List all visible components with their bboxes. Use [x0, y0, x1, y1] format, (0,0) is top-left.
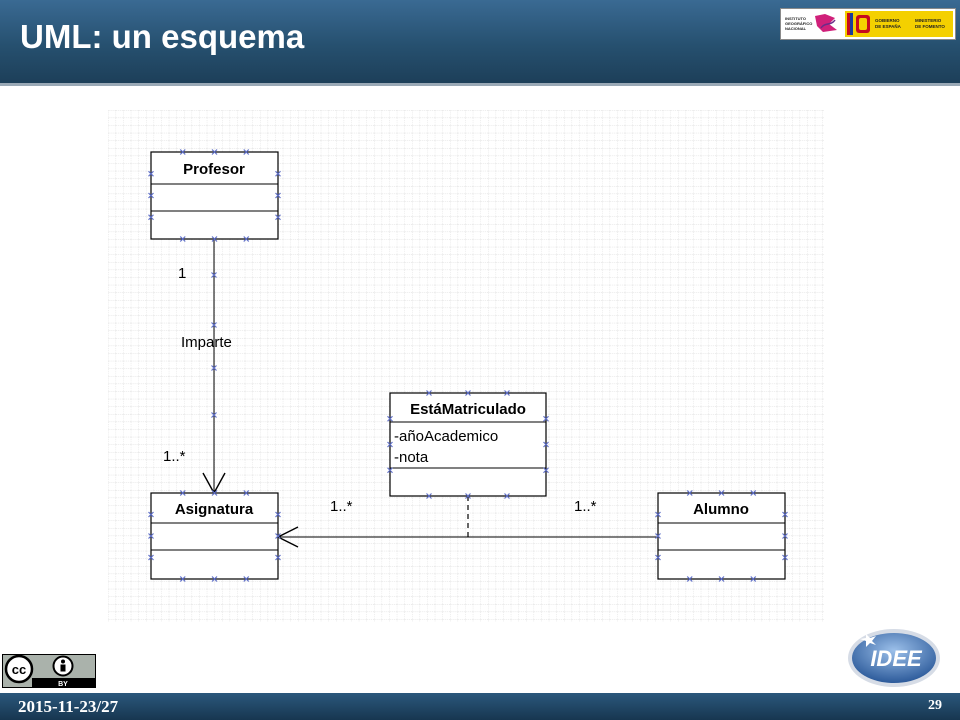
selection-handle — [426, 390, 432, 396]
selection-handle — [243, 236, 250, 242]
selection-handle — [211, 272, 217, 278]
selection-handle — [465, 493, 471, 499]
ministry-logo-line-2: DE ESPAÑA — [875, 24, 901, 29]
selection-handle — [148, 170, 154, 177]
class-profesor-name: Profesor — [183, 161, 245, 178]
selection-handle — [275, 511, 281, 518]
selection-handle — [718, 576, 725, 582]
imparte-label: Imparte — [181, 334, 232, 351]
creative-commons-by-badge[interactable]: cc BY — [2, 654, 96, 688]
cc-icon-label: cc — [12, 662, 26, 677]
selection-handle — [465, 390, 471, 396]
ign-logo-line-2: GEOGRÁFICO — [785, 21, 813, 26]
selection-handles — [148, 149, 788, 582]
selection-handle — [211, 365, 217, 371]
selection-handle — [782, 554, 788, 561]
selection-handle — [504, 493, 510, 499]
selection-handle — [211, 236, 218, 242]
attribute-nota: -nota — [394, 449, 429, 466]
selection-handle — [543, 415, 549, 422]
selection-handle — [782, 533, 788, 539]
uml-class-diagram: Profesor Asignatura EstáMatriculado -año… — [108, 110, 824, 622]
selection-handle — [211, 576, 218, 582]
ign-logo-line-3: NACIONAL — [785, 26, 807, 31]
selection-handle — [211, 322, 217, 328]
page-number: 29 — [928, 698, 942, 713]
selection-handle — [782, 511, 788, 518]
ign-logo-line-1: INSTITUTO — [785, 16, 807, 21]
ministry-logo: GOBIERNO DE ESPAÑA MINISTERIO DE FOMENTO — [845, 11, 953, 37]
selection-handle — [243, 490, 250, 496]
selection-handle — [275, 170, 281, 177]
class-asignatura-name: Asignatura — [175, 501, 254, 518]
selection-handle — [275, 192, 281, 199]
selection-handle — [211, 490, 218, 496]
slide-footer: 2015-11-23/27 29 — [0, 693, 960, 720]
selection-handle — [148, 533, 154, 539]
idee-logo-text: IDEE — [870, 646, 923, 671]
imparte-target-multiplicity: 1..* — [163, 448, 186, 465]
selection-handle — [655, 554, 661, 561]
idee-logo[interactable]: IDEE — [846, 626, 942, 690]
selection-handle — [179, 490, 186, 496]
ministry-name-line-1: MINISTERIO — [915, 18, 942, 23]
selection-handle — [387, 467, 393, 474]
cc-icon — [4, 654, 34, 684]
selection-handle — [148, 214, 154, 221]
matricula-asignatura-multiplicity: 1..* — [330, 498, 353, 515]
matricula-alumno-multiplicity: 1..* — [574, 498, 597, 515]
ign-mark-icon — [815, 14, 837, 32]
ministry-logo-line-1: GOBIERNO — [875, 18, 900, 23]
idee-logo-badge — [852, 633, 936, 683]
selection-handle — [655, 533, 661, 539]
selection-handle — [387, 441, 393, 448]
selection-handle — [387, 415, 393, 422]
selection-handle — [543, 441, 549, 448]
selection-handle — [179, 576, 186, 582]
class-asignatura[interactable]: Asignatura — [150, 492, 279, 580]
selection-handle — [750, 576, 757, 582]
selection-handle — [504, 390, 510, 396]
attribute-ano-academico: -añoAcademico — [394, 428, 498, 445]
selection-handle — [179, 236, 186, 242]
imparte-source-multiplicity: 1 — [178, 265, 186, 282]
selection-handle — [750, 490, 757, 496]
selection-handle — [211, 412, 217, 418]
selection-handle — [243, 576, 250, 582]
selection-handle — [686, 576, 693, 582]
selection-handle — [211, 149, 218, 155]
class-alumno-name: Alumno — [693, 501, 749, 518]
selection-handle — [543, 467, 549, 474]
footer-date: 2015-11-23/27 — [18, 697, 119, 716]
class-profesor[interactable]: Profesor — [150, 151, 279, 240]
class-esta-matriculado-name: EstáMatriculado — [410, 401, 526, 418]
class-esta-matriculado[interactable]: EstáMatriculado -añoAcademico -nota — [389, 392, 547, 497]
selection-handle — [426, 493, 432, 499]
selection-handle — [275, 554, 281, 561]
ign-logo: INSTITUTO GEOGRÁFICO NACIONAL — [783, 11, 841, 37]
idee-star-icon — [860, 634, 876, 647]
selection-handle — [179, 149, 186, 155]
spain-coat-of-arms-icon — [847, 13, 870, 35]
selection-handle — [275, 214, 281, 221]
selection-handle — [148, 511, 154, 518]
class-alumno[interactable]: Alumno — [657, 492, 786, 580]
selection-handle — [148, 554, 154, 561]
by-label: BY — [58, 681, 68, 688]
selection-handle — [718, 490, 725, 496]
institution-logos: INSTITUTO GEOGRÁFICO NACIONAL GOBIERNO D… — [780, 8, 956, 40]
selection-handle — [275, 533, 281, 539]
selection-handle — [148, 192, 154, 199]
selection-handle — [655, 511, 661, 518]
selection-handle — [243, 149, 250, 155]
slide-header: UML: un esquema INSTITUTO GEOGRÁFICO NAC… — [0, 0, 960, 86]
selection-handle — [686, 490, 693, 496]
ministry-name-line-2: DE FOMENTO — [915, 24, 945, 29]
slide-title: UML: un esquema — [20, 18, 305, 55]
